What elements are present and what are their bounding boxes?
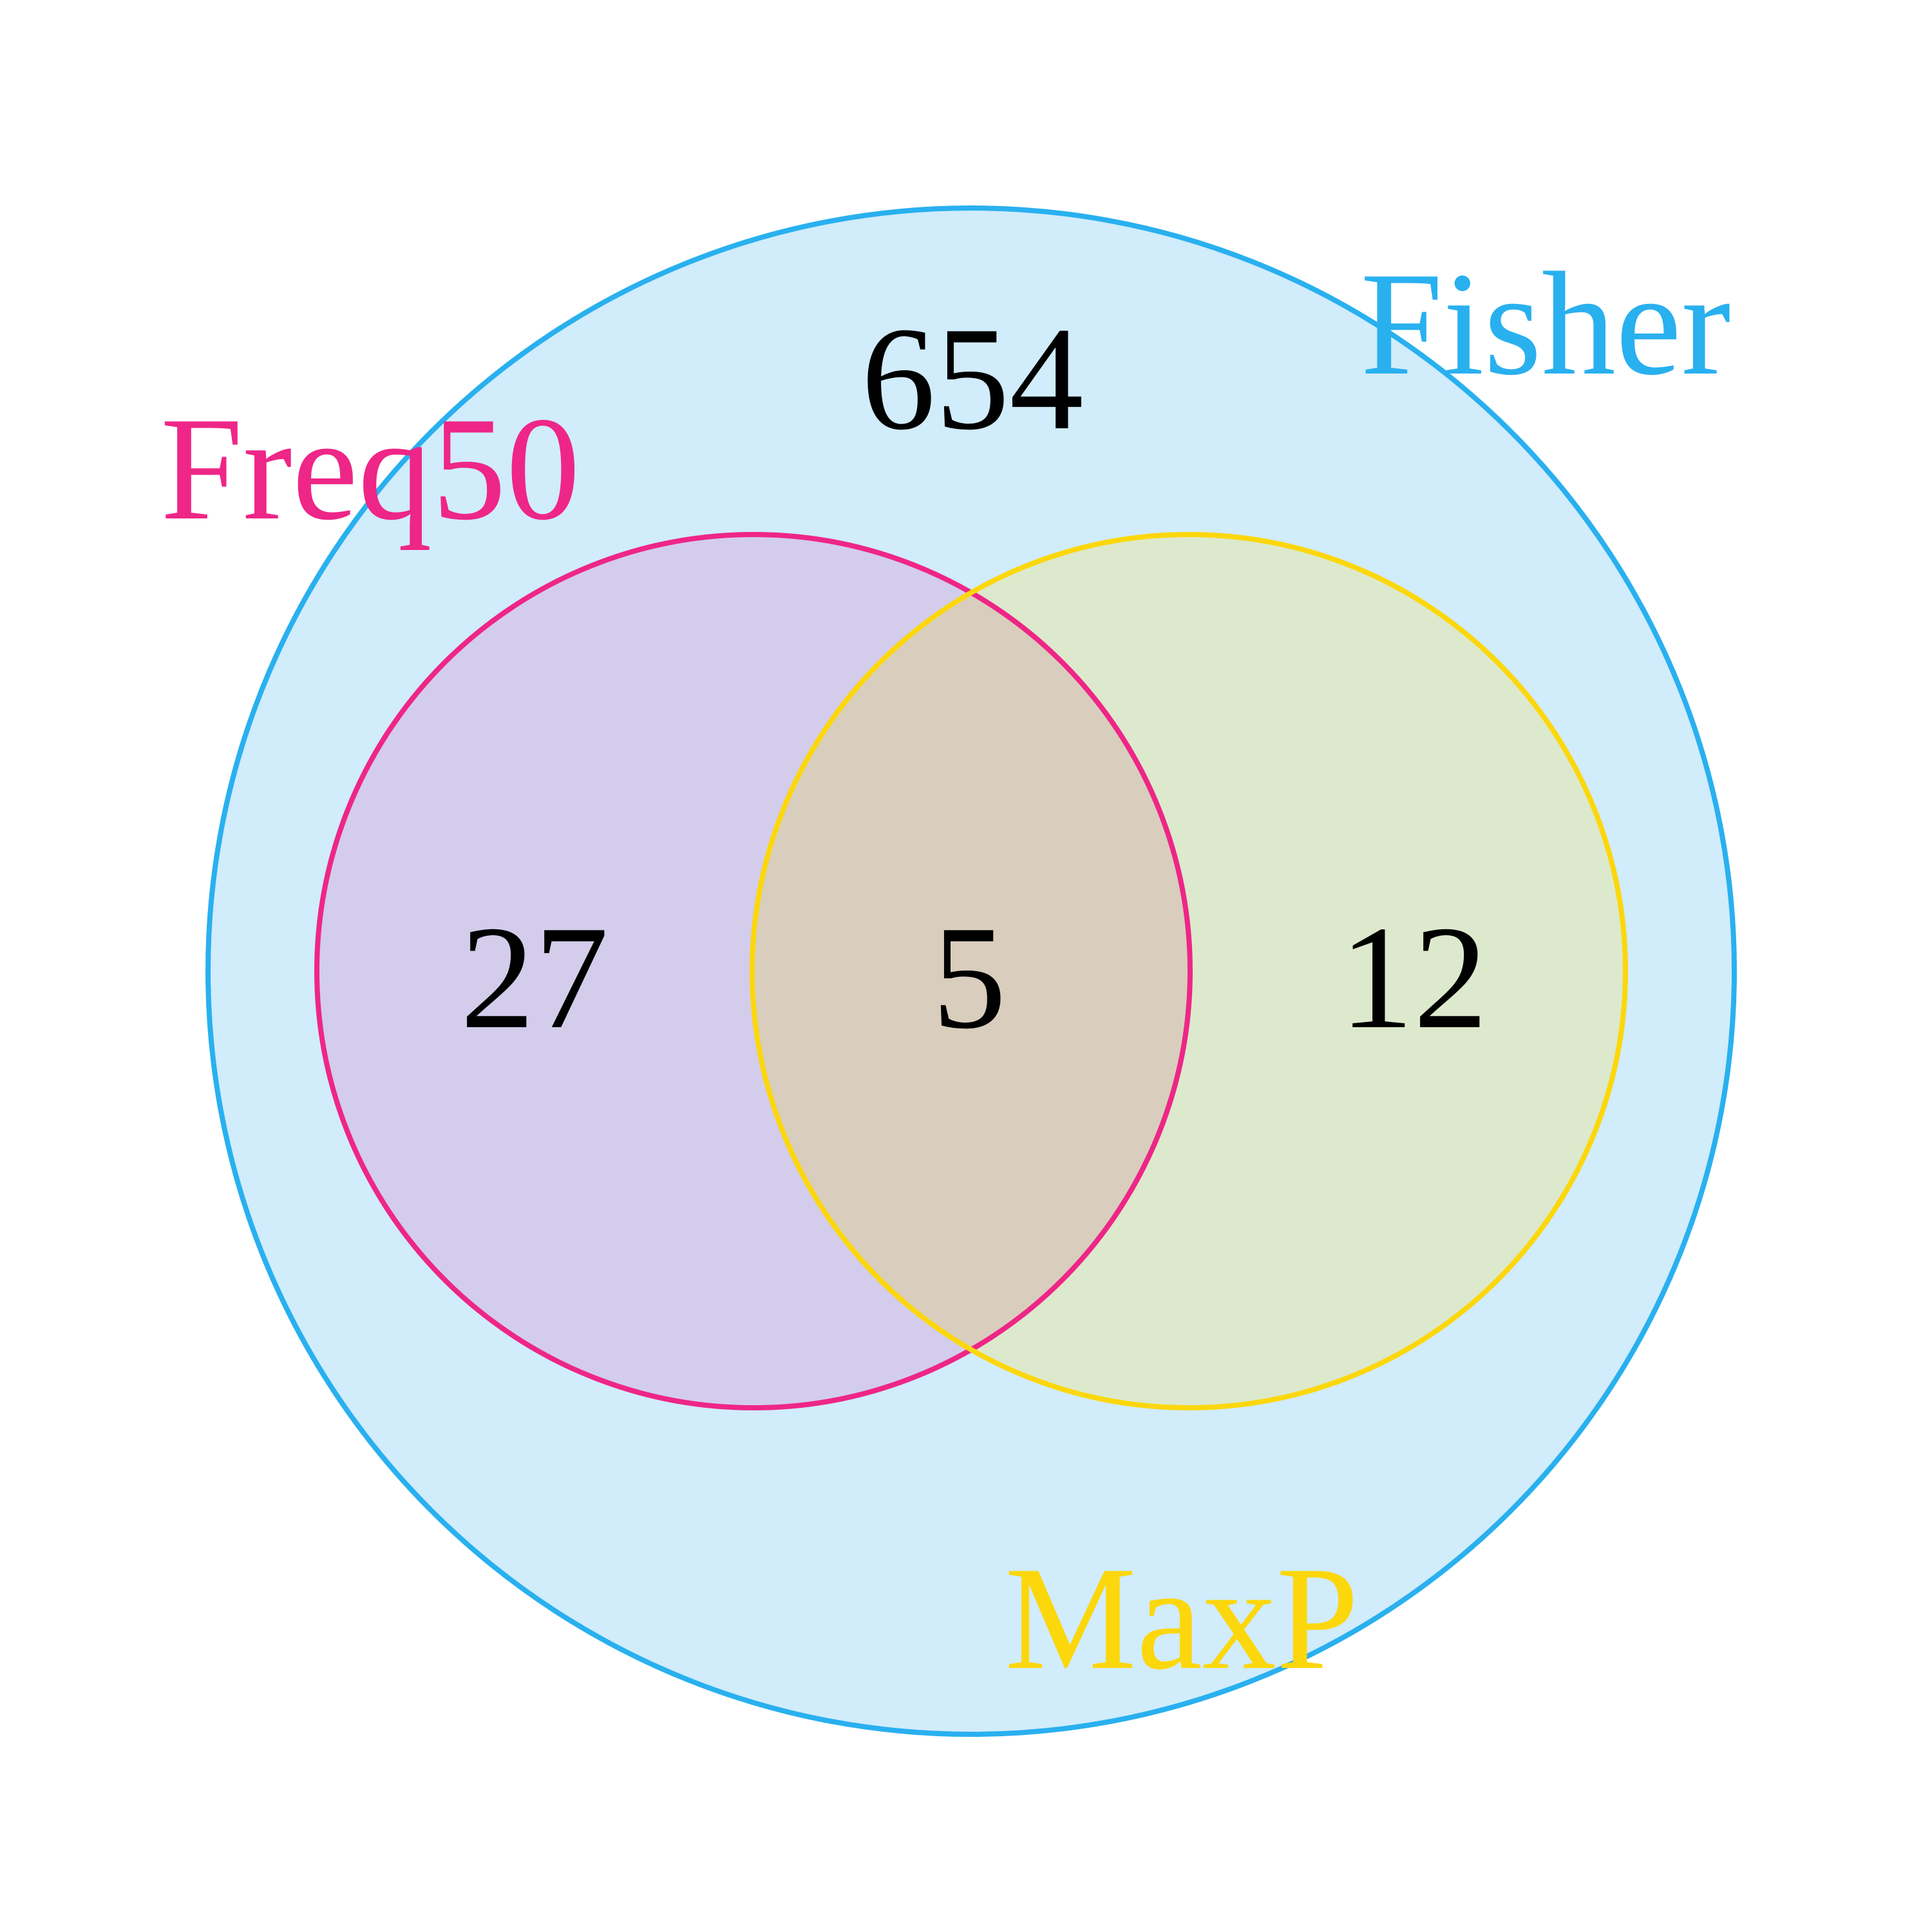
freq50-only-count: 27 [460, 895, 609, 1059]
freq50-label: Freq50 [160, 386, 580, 551]
freq50-maxp-count: 5 [933, 895, 1007, 1059]
fisher-only-count: 654 [862, 296, 1084, 460]
maxp-label: MaxP [1005, 1536, 1359, 1700]
fisher-label: Fisher [1361, 242, 1731, 406]
freq50-outline [314, 532, 1193, 1410]
maxp-only-count: 12 [1340, 895, 1488, 1059]
maxp-outline [750, 532, 1628, 1410]
